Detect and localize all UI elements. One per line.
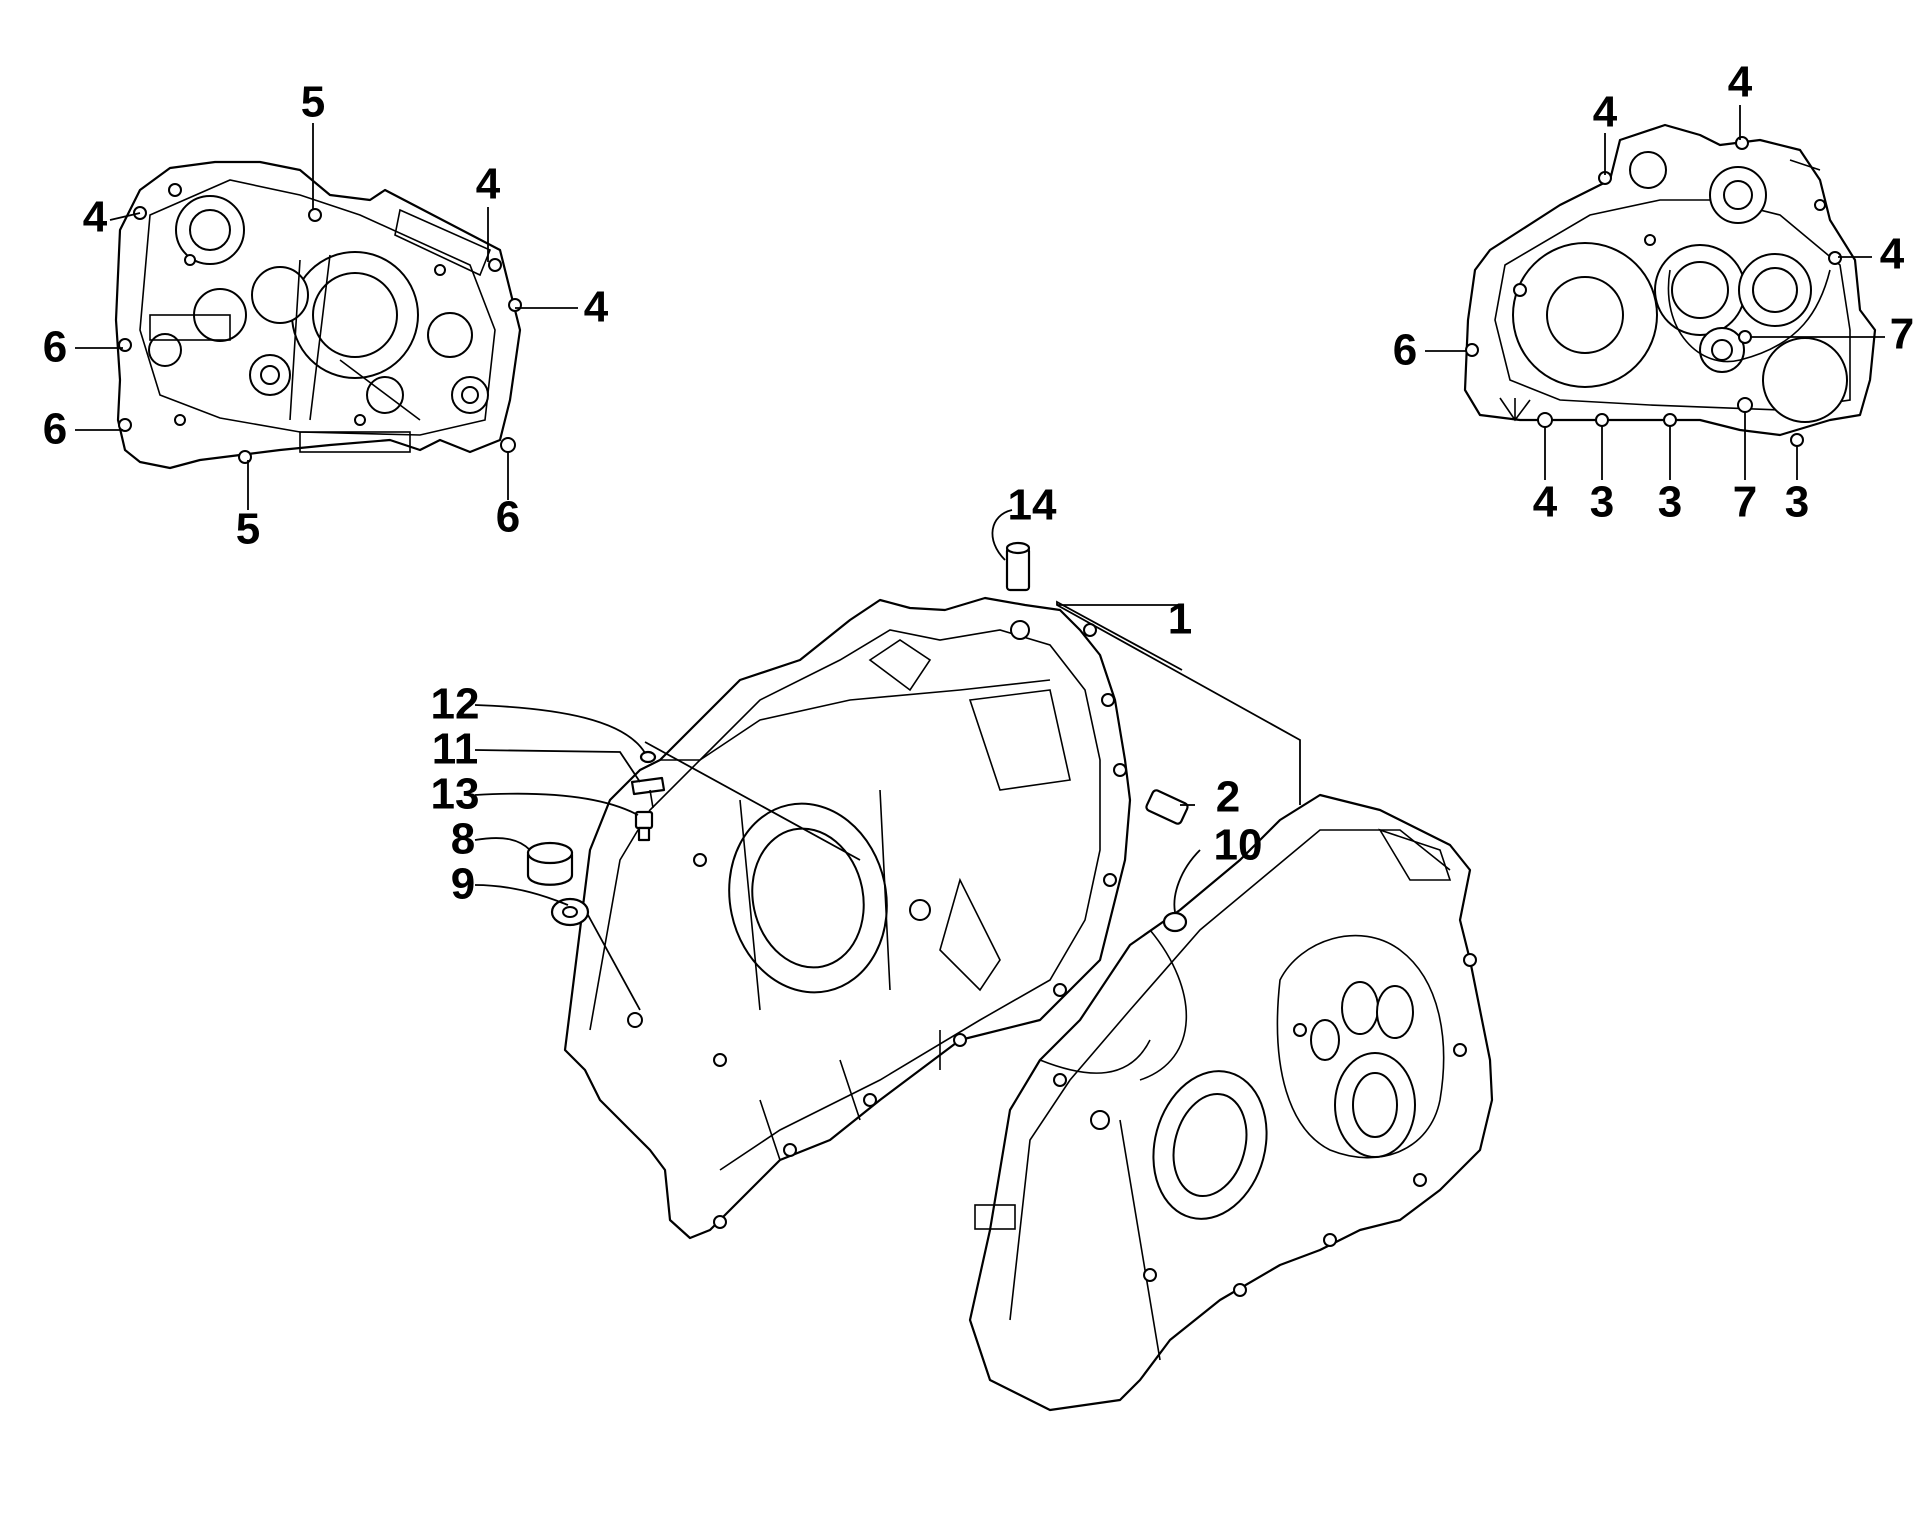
callout-label: 4: [1593, 88, 1618, 137]
bolt-13: [634, 810, 654, 842]
callout-label: 14: [1008, 481, 1057, 530]
callout-label: 13: [431, 770, 480, 819]
callout-label: 8: [451, 815, 475, 864]
callout-label: 11: [432, 725, 479, 774]
callout-label: 6: [43, 405, 67, 454]
callout-label: 12: [431, 680, 480, 729]
callout-label: 6: [496, 493, 520, 542]
callout-label: 3: [1658, 478, 1682, 527]
callout-label: 4: [584, 283, 609, 332]
callout-label: 4: [83, 193, 108, 242]
washer-12: [639, 750, 657, 764]
callout-label: 3: [1785, 478, 1809, 527]
callout-label: 10: [1214, 821, 1263, 870]
callout-label: 5: [236, 505, 260, 554]
callout-label: 2: [1216, 773, 1240, 822]
callout-label: 4: [1728, 58, 1753, 107]
callout-label: 7: [1890, 310, 1914, 359]
dowel-pin-14: [1005, 541, 1031, 592]
washer-9: [550, 897, 590, 927]
right-crankcase-half-view: 4 4 4 7 6 4 3 3 7 3: [1393, 58, 1914, 527]
callout-label: 1: [1168, 595, 1192, 644]
callout-label: 4: [1533, 478, 1558, 527]
callout-label: 7: [1733, 478, 1757, 527]
dowel-pin-2: [1145, 789, 1189, 825]
callout-label: 4: [1880, 230, 1905, 279]
callout-label: 5: [301, 78, 325, 127]
callout-label: 9: [451, 860, 475, 909]
o-ring-10: [1162, 911, 1188, 933]
callout-label: 6: [1393, 326, 1417, 375]
callout-label: 6: [43, 323, 67, 372]
callout-label: 4: [476, 160, 501, 209]
callout-label: 3: [1590, 478, 1614, 527]
crankcase-assembly: 14 1 12 11 13 2 10 8 9: [431, 481, 1494, 1412]
left-crankcase-half-view: 5 4 4 4 6 6 5 6: [43, 78, 609, 554]
plug-8: [526, 841, 574, 886]
